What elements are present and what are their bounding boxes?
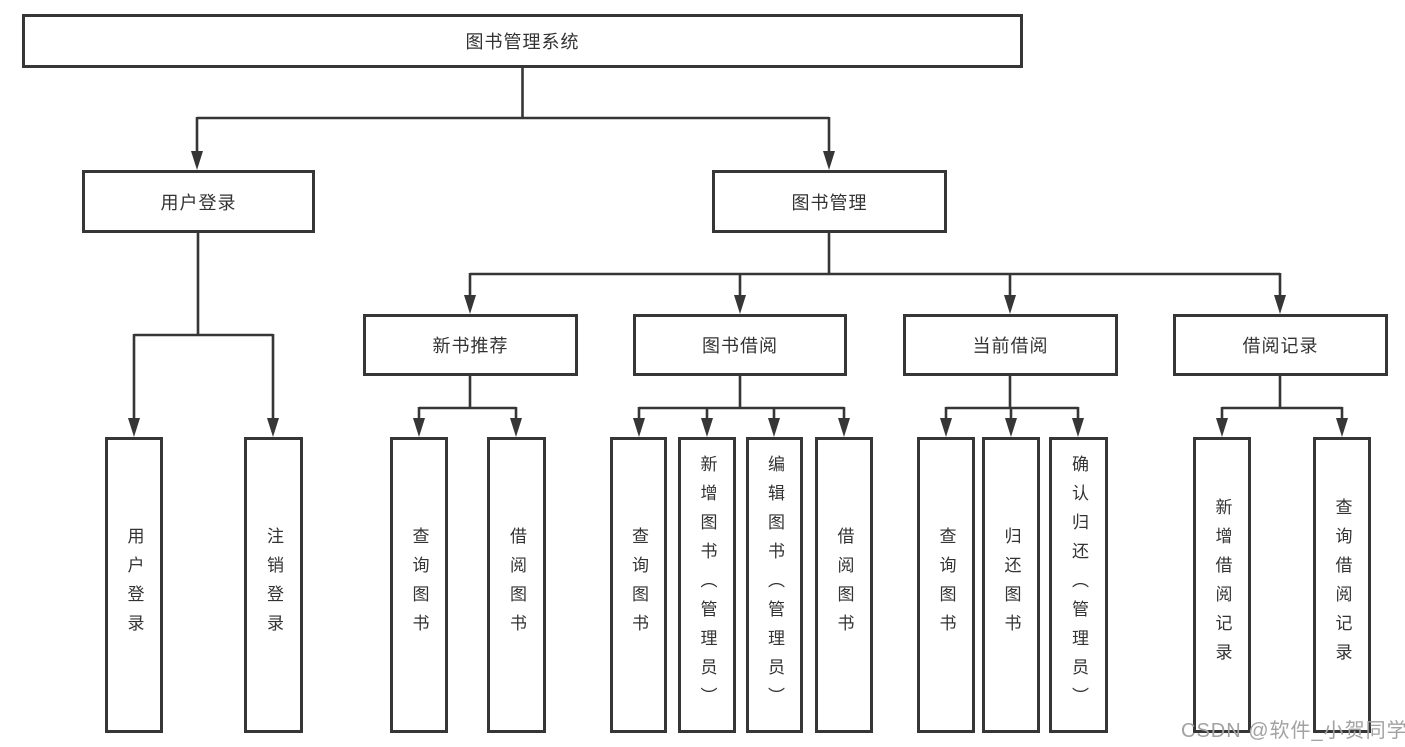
leaf-confirm-return-admin: 确认归还（管理员） [1049,437,1108,733]
node-book-management: 图书管理 [712,170,947,233]
node-new-book-recommend: 新书推荐 [363,314,578,376]
leaf-label: 确认归还（管理员） [1069,454,1088,716]
leaf-query-borrow-record: 查询借阅记录 [1313,437,1371,733]
leaf-label: 借阅图书 [507,527,526,643]
leaf-user-login: 用户登录 [105,437,163,733]
node-user-login: 用户登录 [82,170,315,233]
leaf-newbooks-borrow-books: 借阅图书 [487,437,546,733]
leaf-logout: 注销登录 [244,437,303,733]
leaf-borrow-query-books: 查询图书 [610,437,667,733]
leaf-label: 新增借阅记录 [1212,498,1232,672]
node-book-borrowing: 图书借阅 [633,314,847,376]
leaf-label: 用户登录 [124,527,144,643]
leaf-add-borrow-record: 新增借阅记录 [1193,437,1251,733]
leaf-newbooks-query-books: 查询图书 [390,437,448,733]
node-current-borrowing: 当前借阅 [903,314,1118,376]
leaf-add-books-admin: 新增图书（管理员） [678,437,736,733]
leaf-label: 注销登录 [264,527,283,643]
leaf-label: 归还图书 [1001,527,1021,643]
node-borrowing-records: 借阅记录 [1173,314,1388,376]
leaf-label: 查询图书 [936,527,956,643]
node-root-system: 图书管理系统 [22,14,1023,68]
leaf-return-books: 归还图书 [982,437,1040,733]
leaf-label: 查询图书 [409,527,429,643]
leaf-borrow-books: 借阅图书 [815,437,873,733]
leaf-label: 查询图书 [629,527,648,643]
leaf-label: 借阅图书 [834,527,854,643]
csdn-watermark: CSDN @软件_小贺同学 [1181,720,1405,742]
leaf-label: 编辑图书（管理员） [765,454,784,716]
leaf-edit-books-admin: 编辑图书（管理员） [746,437,803,733]
leaf-current-query-books: 查询图书 [917,437,975,733]
leaf-label: 查询借阅记录 [1332,498,1352,672]
leaf-label: 新增图书（管理员） [697,454,717,716]
